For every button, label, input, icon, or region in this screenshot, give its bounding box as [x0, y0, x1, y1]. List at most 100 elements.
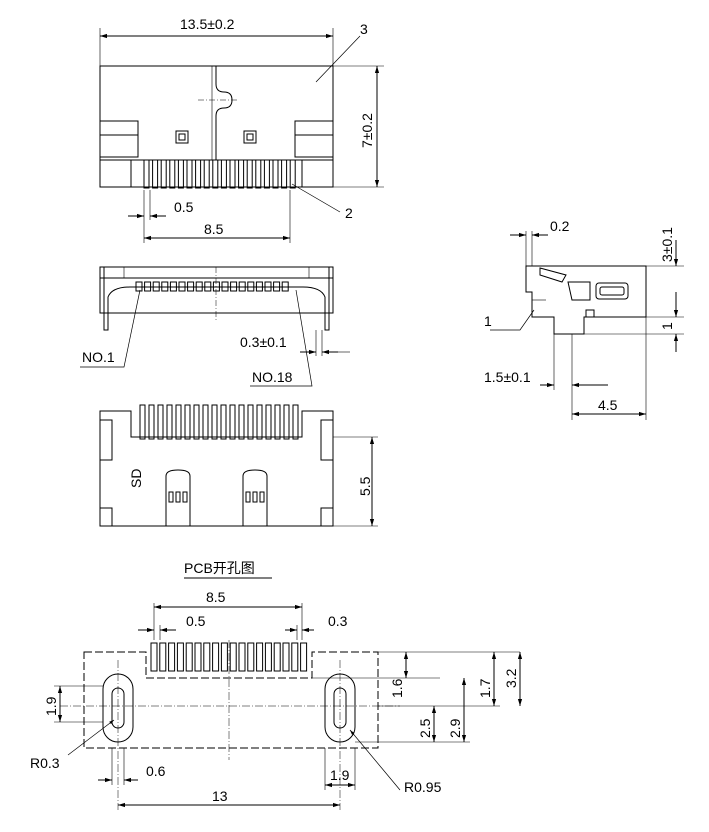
front-pin [144, 281, 152, 292]
pcb-pitch-label: 0.5 [186, 613, 206, 629]
callout-2-label: 2 [345, 205, 353, 221]
top-pin [238, 159, 245, 189]
bottom-pin [202, 404, 209, 440]
pcb-dim-1-9-left: 1.9 [43, 696, 59, 716]
pcb-outline [83, 651, 379, 749]
front-view [80, 266, 350, 387]
pcb-dim-1-7: 1.7 [477, 678, 493, 698]
pcb-pad [291, 642, 299, 672]
side-offset-label: 1.5±0.1 [484, 369, 531, 385]
top-pin [289, 159, 296, 189]
bottom-pin [175, 404, 182, 440]
front-pin [230, 281, 238, 292]
pin-last-label: NO.18 [252, 369, 293, 385]
front-pin-row [135, 281, 289, 292]
pcb-pad [256, 642, 264, 672]
top-pin [212, 159, 219, 189]
bottom-view [99, 404, 378, 527]
pin-first-label: NO.1 [82, 349, 115, 365]
front-pin [281, 281, 289, 292]
pcb-hole-spacing-label: 13 [212, 788, 228, 804]
front-pin [178, 281, 186, 292]
pcb-title: PCB开孔图 [184, 560, 255, 576]
side-height-label: 3±0.1 [659, 227, 675, 262]
bottom-pin [157, 404, 164, 440]
pcb-pad [238, 642, 246, 672]
front-pin [187, 281, 195, 292]
front-pin [264, 281, 272, 292]
front-pin [247, 281, 255, 292]
bottom-pin [274, 404, 281, 440]
top-pin [281, 159, 288, 189]
bottom-pin [292, 404, 299, 440]
front-pin [238, 281, 246, 292]
bottom-pin [220, 404, 227, 440]
bottom-depth-label: 5.5 [357, 476, 373, 496]
pcb-dim-3-2: 3.2 [503, 668, 519, 688]
front-pin [152, 281, 160, 292]
pcb-span-label: 8.5 [206, 589, 226, 605]
top-span-label: 8.5 [204, 221, 224, 237]
pcb-pad-width-label: 0.3 [328, 613, 348, 629]
sd-label: SD [128, 469, 144, 488]
top-pin [160, 159, 167, 189]
pcb-pad [194, 642, 202, 672]
top-right-ear [294, 120, 334, 158]
pcb-dim-1-9-bottom: 1.9 [330, 767, 350, 783]
pcb-dim-0-6: 0.6 [146, 763, 166, 779]
pcb-pad-row [150, 642, 308, 672]
bottom-pin [265, 404, 272, 440]
pcb-pad [203, 642, 211, 672]
front-pin [135, 281, 143, 292]
bottom-pin [211, 404, 218, 440]
top-pin-row [143, 159, 296, 189]
side-slot [595, 282, 629, 300]
side-t-label: 0.2 [550, 218, 570, 234]
bottom-post-right [242, 469, 268, 526]
top-pin [255, 159, 262, 189]
top-pin [272, 159, 279, 189]
top-square-left [175, 130, 189, 144]
pcb-pad [282, 642, 290, 672]
bottom-pin [247, 404, 254, 440]
pcb-pad [150, 642, 158, 672]
pcb-radius-left: R0.3 [30, 755, 60, 771]
bottom-pin [193, 404, 200, 440]
side-view [490, 231, 684, 420]
side-step-label: 1 [659, 322, 675, 330]
top-pin [152, 159, 159, 189]
bottom-pin [139, 404, 146, 440]
front-pin [195, 281, 203, 292]
top-left-ear [99, 120, 139, 158]
pcb-pad [212, 642, 220, 672]
front-body-outline [99, 266, 334, 314]
top-view [99, 28, 384, 243]
front-pin [221, 281, 229, 292]
top-pin [143, 159, 150, 189]
bottom-pin [238, 404, 245, 440]
top-pin [229, 159, 236, 189]
front-pin-width-label: 0.3±0.1 [240, 334, 287, 350]
top-center-split [215, 66, 233, 160]
top-width-label: 13.5±0.2 [180, 16, 235, 32]
top-pin [203, 159, 210, 189]
top-pin [186, 159, 193, 189]
bottom-body-outline [99, 410, 334, 527]
top-height-label: 7±0.2 [359, 113, 375, 148]
pcb-pad [273, 642, 281, 672]
bottom-pin [148, 404, 155, 440]
pcb-pad [176, 642, 184, 672]
top-pin [220, 159, 227, 189]
bottom-pin-row [139, 404, 299, 440]
top-pin [169, 159, 176, 189]
pcb-pad [229, 642, 237, 672]
pcb-pad [168, 642, 176, 672]
pcb-pad [159, 642, 167, 672]
top-pin [177, 159, 184, 189]
front-pin [255, 281, 263, 292]
top-pin [246, 159, 253, 189]
front-pin [204, 281, 212, 292]
bottom-pin [283, 404, 290, 440]
bottom-pin [229, 404, 236, 440]
